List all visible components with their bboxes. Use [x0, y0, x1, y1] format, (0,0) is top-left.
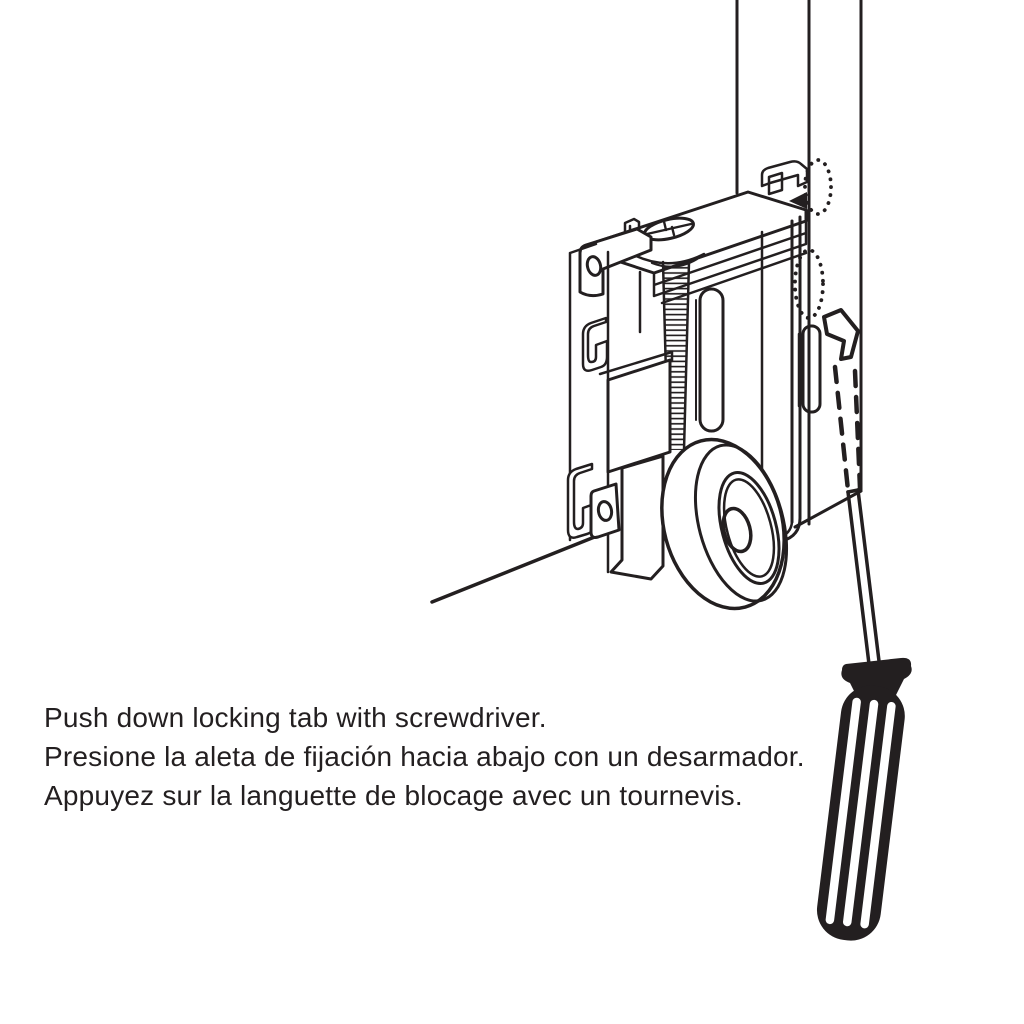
- retainer-clip-icon: [760, 160, 809, 209]
- roller-wheel-icon: [660, 437, 789, 611]
- locking-tab-icon: [797, 324, 822, 414]
- screwdriver-hidden-shaft: [832, 364, 863, 493]
- screwdriver-shaft: [846, 488, 881, 666]
- caption: Push down locking tab with screwdriver. …: [44, 698, 805, 815]
- hidden-hardware-dots-icon: [793, 158, 833, 320]
- hook-top-icon: [581, 316, 609, 372]
- door-panel: [735, 0, 863, 529]
- caption-line-en: Push down locking tab with screwdriver.: [44, 702, 547, 733]
- screwdriver-blade-tip: [822, 308, 860, 361]
- screwdriver-handle: [816, 685, 905, 941]
- hook-bottom-icon: [566, 462, 596, 539]
- bottom-ear: [589, 482, 621, 539]
- screwdriver-icon: [816, 308, 912, 941]
- caption-line-es: Presione la aleta de fijación hacia abaj…: [44, 741, 805, 772]
- caption-line-fr: Appuyez sur la languette de blocage avec…: [44, 780, 743, 811]
- bracket-blocks: [598, 350, 674, 581]
- left-bracket: [566, 242, 621, 574]
- mounting-tab-icon: [578, 227, 653, 298]
- floor-track-line: [430, 528, 614, 604]
